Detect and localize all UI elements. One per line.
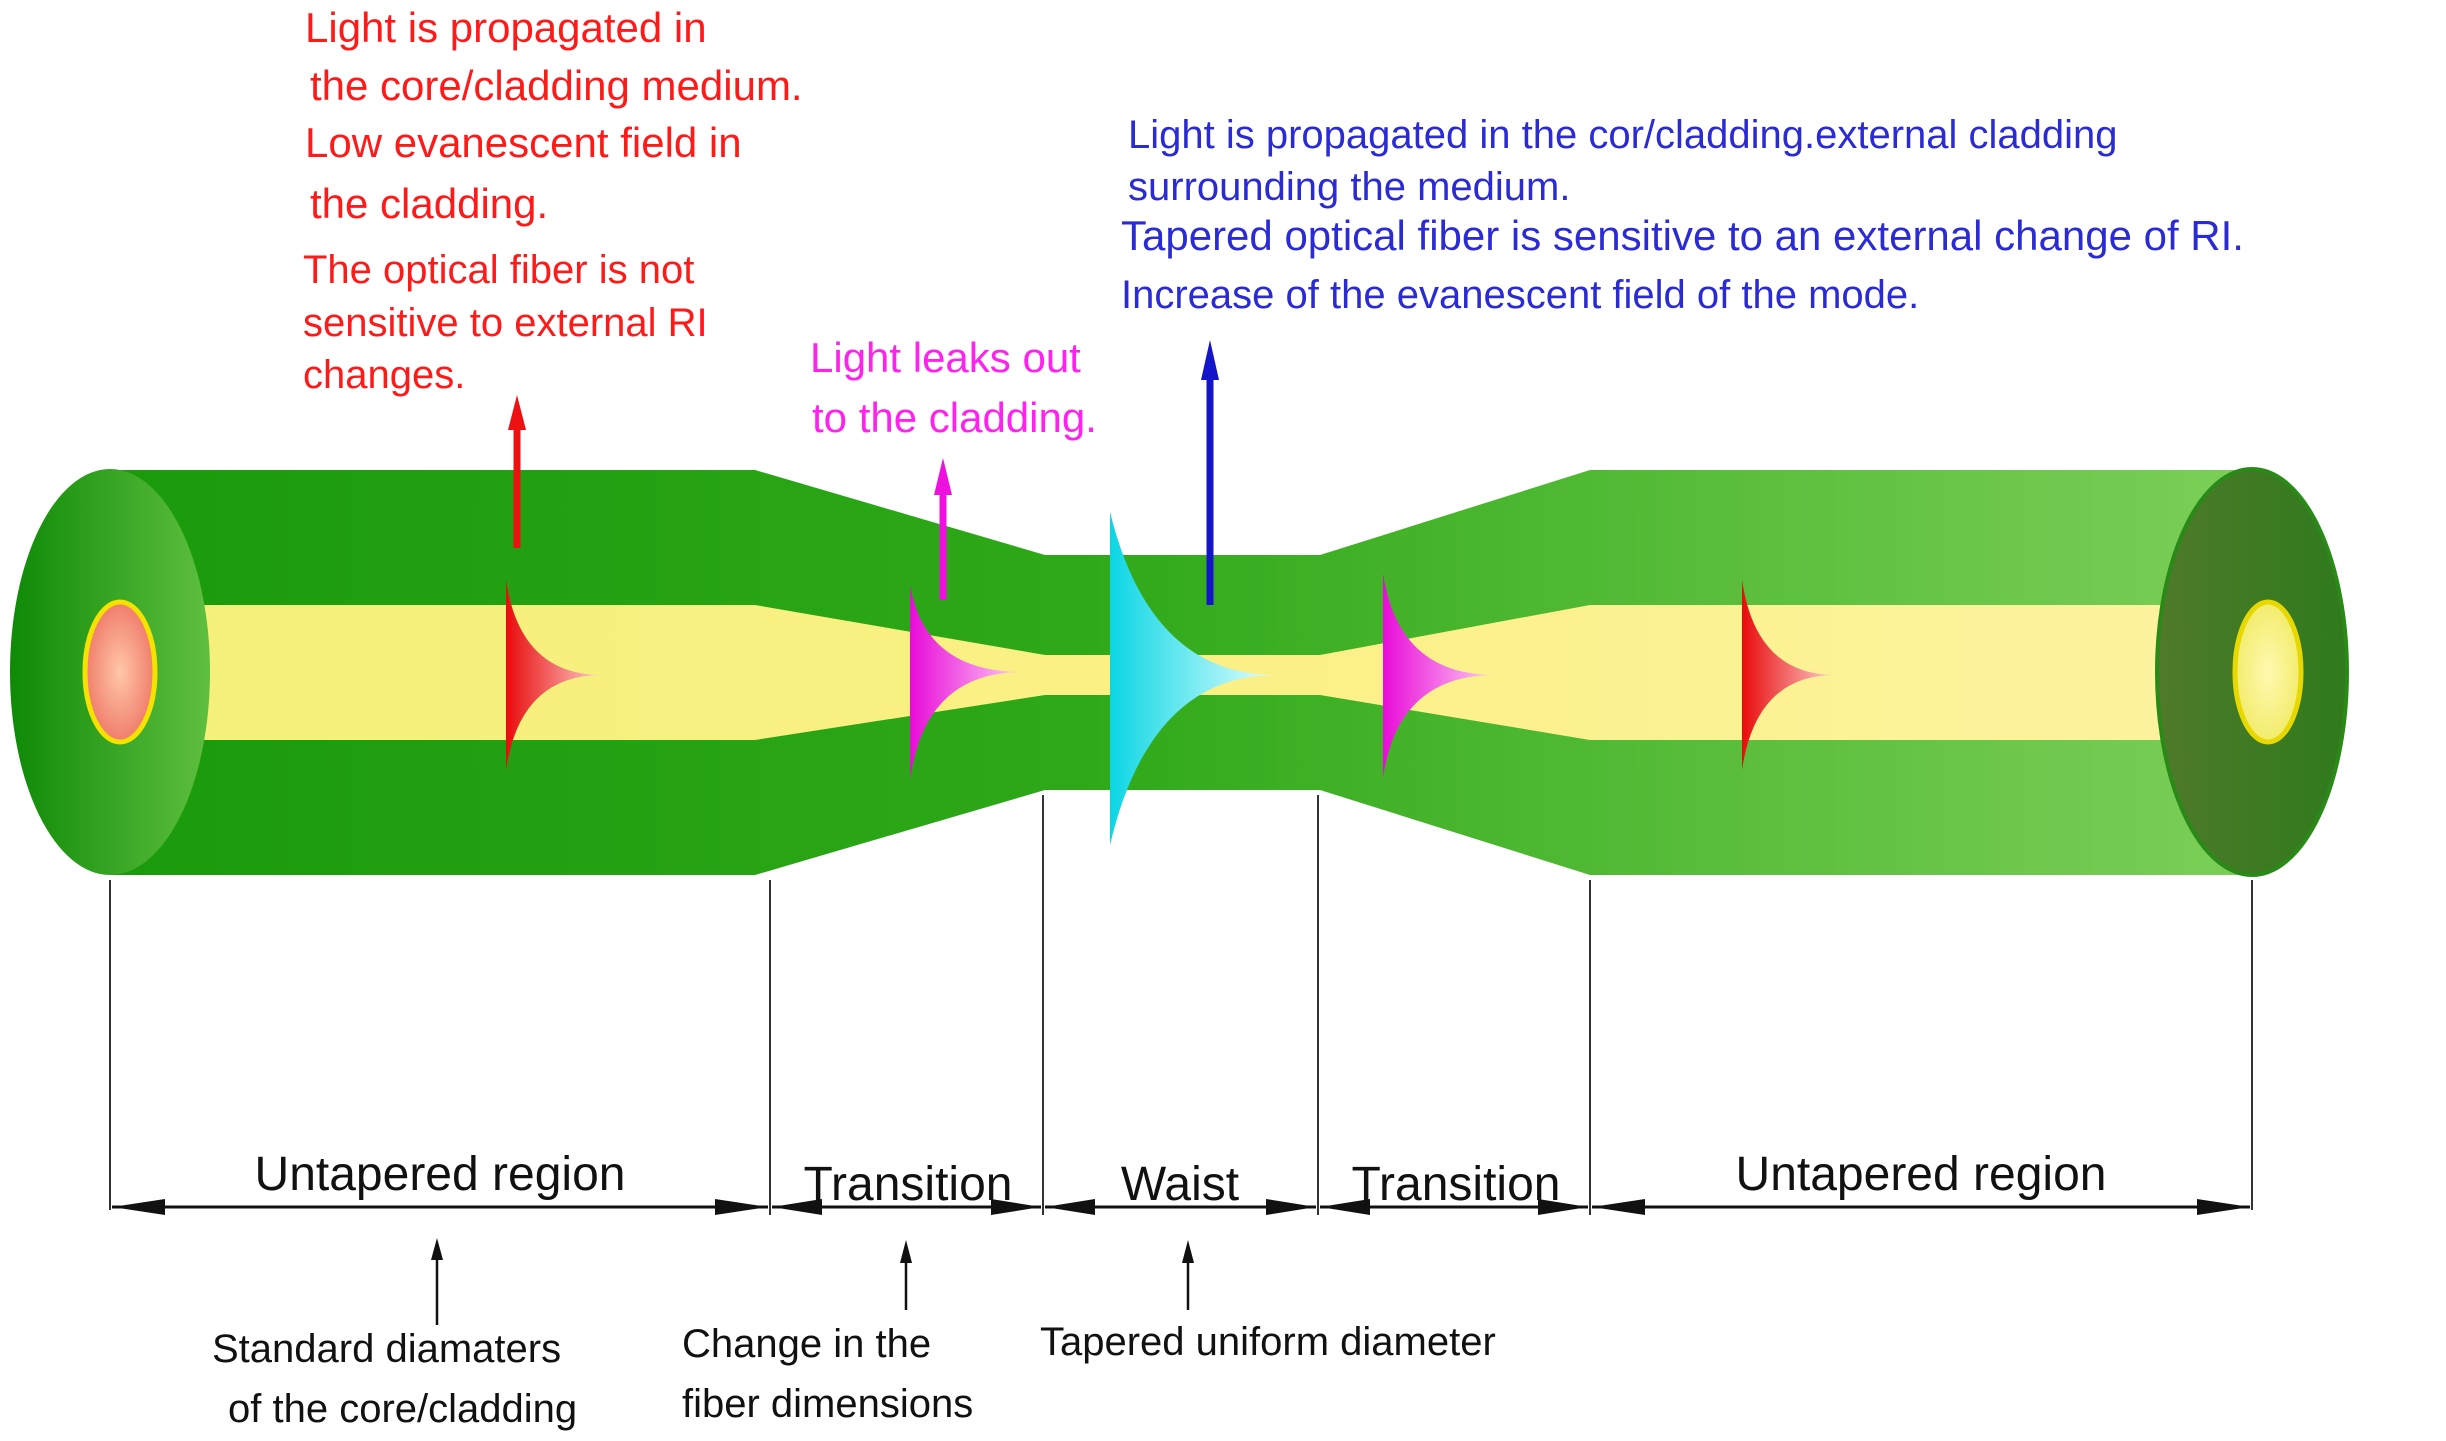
mode-magenta-left [910,585,1022,780]
description-line: Tapered uniform diameter [1040,1320,1496,1364]
region-labels: Untapered region Transition Waist Transi… [255,1148,2107,1211]
annotation-line: Light leaks out [810,334,1081,381]
annotation-line: Low evanescent field in [305,119,742,166]
annotation-line: Light is propagated in [305,4,707,51]
description-line: of the core/cladding [228,1387,577,1431]
left-core-end [82,599,158,745]
mode-cyan-waist [1110,512,1276,845]
mode-magenta-right [1383,573,1495,778]
blue-arrow-head [1201,340,1219,380]
region-untapered-right: Untapered region [1736,1148,2107,1201]
annotation-line: sensitive to external RI [303,301,708,345]
description-line: Standard diamaters [212,1327,561,1371]
description-line: Change in the [682,1322,931,1366]
evanescent-arrows [508,340,1219,605]
region-transition-left: Transition [804,1158,1013,1211]
sensitive-annotation: Tapered optical fiber is sensitive to an… [1121,212,2244,317]
mode-red-left [506,580,602,770]
mode-red-right [1742,580,1835,770]
dimension-arrows [112,1199,2250,1215]
not-sensitive-annotation: The optical fiber is not sensitive to ex… [303,248,708,397]
waist-annotation: Light is propagated in the cor/cladding.… [1128,113,2118,209]
pointer-arrows [431,1238,1194,1325]
annotation-line: the cladding. [310,180,548,227]
annotation-line: the core/cladding medium. [310,62,803,109]
leak-annotation: Light leaks out to the cladding. [810,334,1097,441]
region-waist: Waist [1121,1158,1239,1211]
region-dividers [109,795,2253,1215]
untapered-annotation: Light is propagated in the core/cladding… [305,4,803,227]
right-core-end [2232,599,2304,745]
annotation-line: to the cladding. [812,394,1097,441]
magenta-arrow-head [934,458,952,495]
annotation-line: Light is propagated in the cor/cladding.… [1128,113,2118,157]
annotation-line: Increase of the evanescent field of the … [1121,273,1919,317]
region-untapered-left: Untapered region [255,1148,626,1201]
annotation-line: The optical fiber is not [303,248,694,292]
annotation-line: surrounding the medium. [1128,165,1570,209]
red-arrow-head [508,395,526,430]
region-descriptions: Standard diamaters of the core/cladding … [212,1320,1496,1431]
description-line: fiber dimensions [682,1382,973,1426]
mode-profiles [506,512,1835,845]
annotation-line: changes. [303,353,465,397]
annotation-line: Tapered optical fiber is sensitive to an… [1121,212,2244,259]
region-transition-right: Transition [1352,1158,1561,1211]
